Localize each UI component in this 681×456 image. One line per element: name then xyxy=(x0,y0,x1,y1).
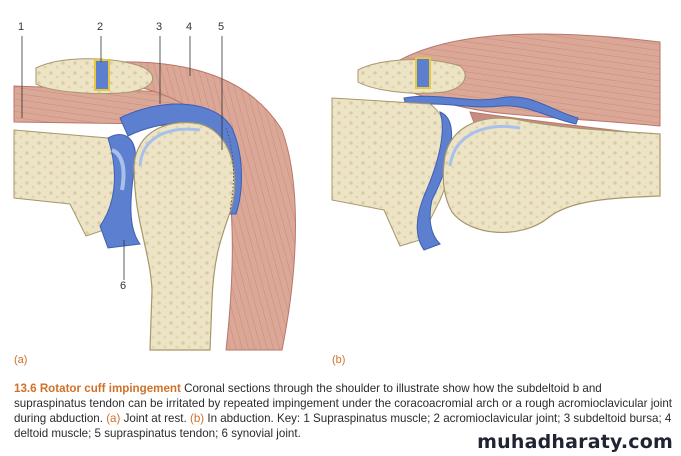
acromion-bone-b xyxy=(357,59,466,94)
caption-body-1: Coronal sections through the shoulder to… xyxy=(14,382,672,425)
callout-2: 2 xyxy=(97,21,104,33)
caption-body-2: Joint at rest. xyxy=(120,412,190,425)
caption-body-3: In abduction. Key: 1 Supraspinatus muscl… xyxy=(14,412,672,440)
caption-number: 13.6 xyxy=(14,382,37,395)
subdeltoid-bursa-b xyxy=(403,95,579,125)
caption-title: Rotator cuff impingement xyxy=(39,382,181,395)
figure: 1 2 3 4 5 6 (a) (b) xyxy=(13,21,661,366)
panel-b-drawing xyxy=(331,33,661,251)
figure-caption: 13.6 Rotator cuff impingement Coronal se… xyxy=(14,381,676,441)
caption-ref-b: (b) xyxy=(189,412,205,425)
synovial-joint xyxy=(99,134,141,249)
leader-lines-a xyxy=(21,36,223,280)
callout-4: 4 xyxy=(186,21,193,33)
callout-5: 5 xyxy=(218,21,225,33)
humerus xyxy=(133,121,236,351)
panel-b-label: (b) xyxy=(332,354,346,366)
humerus-b xyxy=(442,117,661,234)
caption-ref-a: (a) xyxy=(106,412,121,425)
acromioclavicular-joint xyxy=(94,59,110,91)
callout-1: 1 xyxy=(18,21,25,33)
callout-6: 6 xyxy=(120,280,127,292)
watermark: muhadharaty.com xyxy=(477,431,673,453)
panel-a-drawing xyxy=(13,36,296,351)
panel-a-label: (a) xyxy=(14,354,28,366)
anatomy-illustration xyxy=(13,33,661,351)
callout-3: 3 xyxy=(156,21,163,33)
